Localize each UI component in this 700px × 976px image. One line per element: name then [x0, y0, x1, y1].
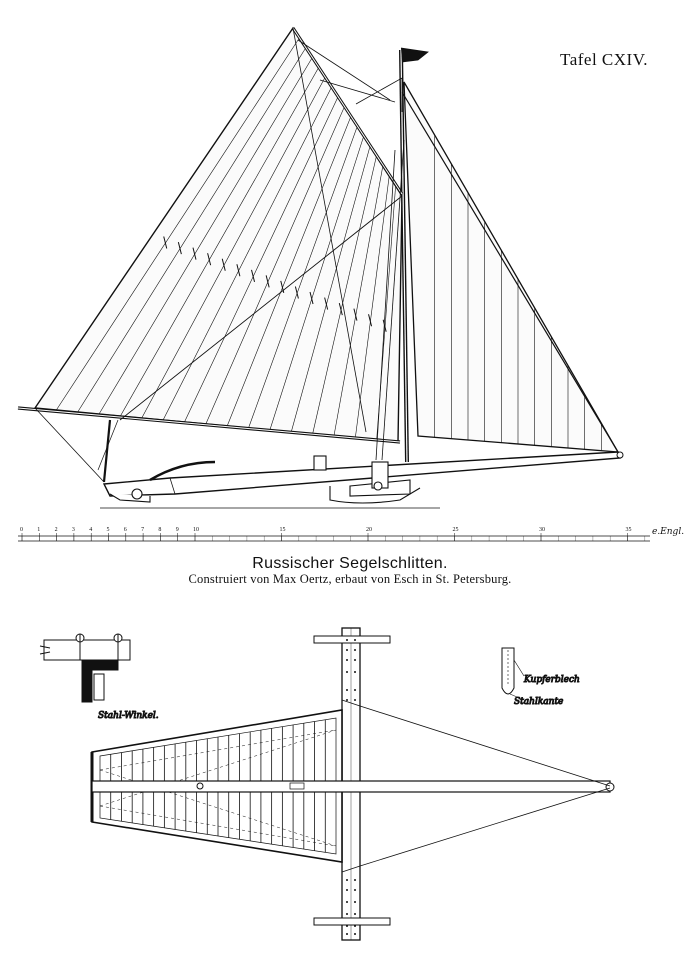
- rigging: [34, 27, 619, 483]
- scale-unit-label: e.Engl.: [652, 527, 684, 537]
- plate-title: Russischer Segelschlitten.: [252, 555, 448, 572]
- scale-tick-label: 9: [176, 527, 179, 533]
- detail-right-label-top: Kupferblech: [523, 675, 580, 685]
- mast: [399, 47, 429, 463]
- scale-tick-label: 8: [158, 527, 161, 533]
- pennant: [400, 47, 429, 63]
- scale-tick-label: 35: [626, 527, 632, 533]
- scale-tick-label: 7: [141, 527, 144, 533]
- scale-tick-label: 3: [72, 527, 75, 533]
- scale-tick-label: 20: [366, 527, 372, 533]
- plate-subtitle: Construiert von Max Oertz, erbaut von Es…: [188, 572, 512, 586]
- detail-left-label: Stahl-Winkel.: [98, 711, 159, 721]
- scale-tick-label: 30: [539, 527, 545, 533]
- scale-bar: 0 1 2 3 4 5 6 7 8 9 10 15 20 25 30 35 e.Engl.: [18, 527, 684, 542]
- plan-view: [90, 627, 615, 941]
- scale-tick-label: 25: [453, 527, 459, 533]
- detail-right-label-bottom: Stahlkante: [514, 697, 563, 707]
- side-elevation: [17, 26, 624, 509]
- stays: [341, 699, 611, 873]
- spine: [91, 780, 615, 793]
- detail-runner-section: Kupferblech Stahlkante: [501, 647, 580, 708]
- mainsail: [33, 26, 403, 443]
- runner-plank: [102, 451, 624, 497]
- detail-steel-angle: Stahl-Winkel.: [39, 633, 159, 722]
- scale-tick-label: 1: [37, 527, 40, 533]
- scale-tick-label: 5: [107, 527, 110, 533]
- plate-number: Tafel CXIV.: [560, 50, 649, 69]
- scale-tick-label: 6: [124, 527, 127, 533]
- scale-tick-label: 4: [89, 527, 92, 533]
- scale-tick-label: 15: [280, 527, 286, 533]
- scale-tick-label: 10: [193, 527, 199, 533]
- scale-tick-label: 2: [55, 527, 58, 533]
- runners: [109, 455, 421, 504]
- scale-tick-label: 0: [20, 527, 23, 533]
- jib: [403, 81, 620, 453]
